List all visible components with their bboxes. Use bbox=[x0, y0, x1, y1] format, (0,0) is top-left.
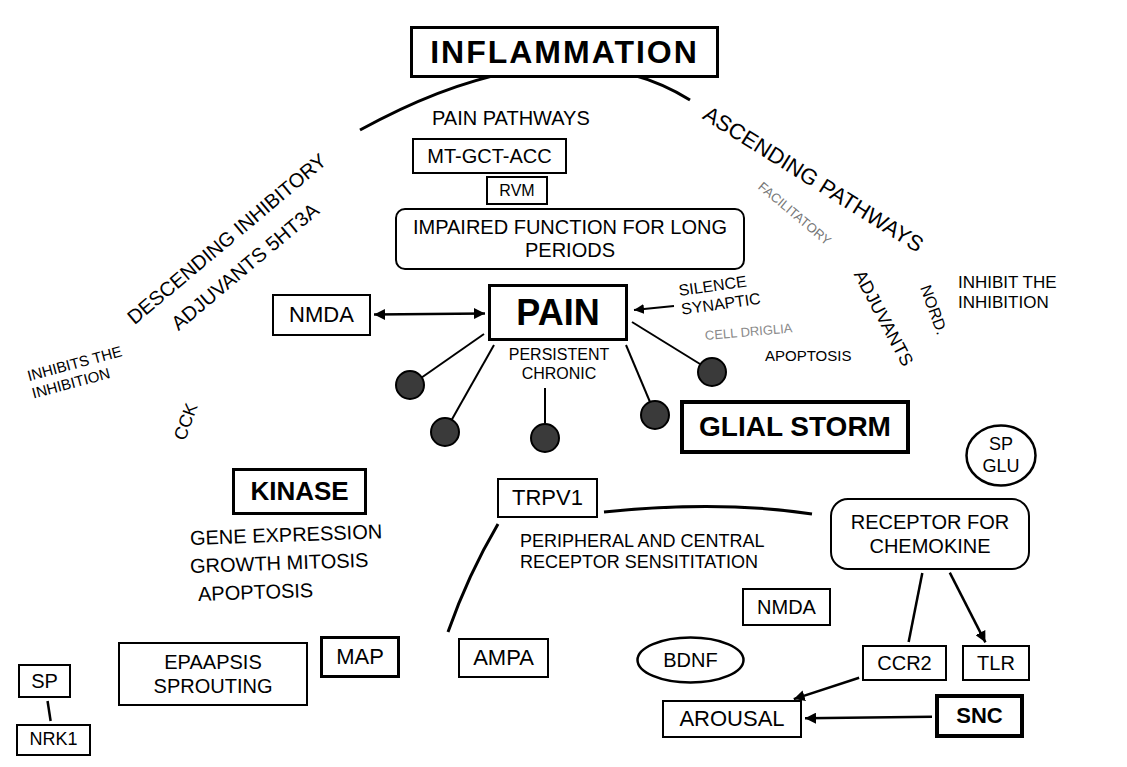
oval-shape bbox=[638, 638, 744, 683]
connector bbox=[950, 573, 986, 643]
node-text: SP bbox=[28, 669, 61, 693]
connector bbox=[48, 701, 51, 721]
arc-line bbox=[604, 506, 812, 514]
concept-box: AMPA bbox=[458, 638, 549, 678]
concept-box: NMDA bbox=[272, 294, 371, 336]
concept-box: MT-GCT-ACC bbox=[412, 138, 567, 174]
node-dot bbox=[531, 424, 559, 452]
node-text: BDNF bbox=[660, 648, 721, 672]
connector bbox=[794, 678, 859, 699]
concept-box: AROUSAL bbox=[662, 700, 802, 738]
node-text: MT-GCT-ACC bbox=[424, 144, 555, 168]
concept-box: KINASE bbox=[232, 468, 367, 515]
node-text: GLIAL STORM bbox=[696, 410, 894, 444]
node-text: TRPV1 bbox=[509, 485, 586, 511]
node-text: AROUSAL bbox=[676, 706, 788, 732]
node-text: SNC bbox=[953, 703, 1006, 729]
branch-line bbox=[626, 345, 650, 402]
concept-box: CCR2 bbox=[862, 645, 947, 681]
branch-line bbox=[421, 334, 484, 378]
annotation-label: GROWTH MITOSIS bbox=[190, 548, 369, 578]
concept-box: MAP bbox=[320, 636, 400, 678]
connector bbox=[805, 717, 932, 719]
concept-box: SNC bbox=[935, 694, 1024, 738]
annotation-label: INHIBITS THE INHIBITION bbox=[25, 334, 160, 402]
annotation-label: PERIPHERAL AND CENTRAL RECEPTOR SENSITIT… bbox=[520, 531, 810, 574]
concept-box: TLR bbox=[962, 645, 1030, 681]
concept-box: GLIAL STORM bbox=[680, 400, 910, 454]
concept-box: IMPAIRED FUNCTION FOR LONG PERIODS bbox=[395, 208, 745, 270]
concept-box: NMDA bbox=[742, 588, 831, 626]
node-text: MAP bbox=[333, 644, 387, 670]
node-text: CCR2 bbox=[874, 651, 935, 675]
node-text: INFLAMMATION bbox=[427, 33, 702, 71]
node-dot bbox=[396, 371, 424, 399]
concept-box: TRPV1 bbox=[497, 478, 598, 518]
annotation-label: ADJUVANTS bbox=[848, 267, 917, 370]
branch-line bbox=[451, 345, 494, 421]
pointer-arrow bbox=[634, 306, 674, 310]
connector bbox=[909, 573, 923, 642]
concept-box: SP bbox=[18, 664, 71, 698]
annotation-label: PAIN PATHWAYS bbox=[432, 106, 590, 130]
concept-box: INFLAMMATION bbox=[410, 26, 719, 78]
node-dot bbox=[431, 418, 459, 446]
node-text: KINASE bbox=[247, 476, 352, 507]
node-text: TLR bbox=[974, 651, 1018, 675]
node-text: RECEPTOR FOR CHEMOKINE bbox=[844, 510, 1016, 558]
node-text: PAIN bbox=[499, 291, 617, 334]
node-text: IMPAIRED FUNCTION FOR LONG PERIODS bbox=[409, 216, 731, 262]
connector bbox=[374, 313, 485, 314]
annotation-label: PERSISTENT CHRONIC bbox=[500, 345, 618, 383]
concept-box: RECEPTOR FOR CHEMOKINE bbox=[830, 498, 1030, 570]
node-text: SP GLU bbox=[979, 434, 1023, 477]
concept-oval: BDNF bbox=[636, 636, 745, 684]
node-text: EPAAPSIS SPROUTING bbox=[130, 650, 296, 698]
annotation-label: APOPTOSIS bbox=[198, 578, 314, 606]
annotation-label: GENE EXPRESSION bbox=[190, 519, 383, 550]
branch-line bbox=[544, 388, 546, 423]
annotation-label: SILENCE SYNAPTIC bbox=[677, 267, 781, 319]
concept-box: PAIN bbox=[488, 284, 628, 341]
annotation-label: NORD. bbox=[916, 282, 952, 337]
node-dot bbox=[698, 358, 726, 386]
concept-box: NRK1 bbox=[16, 724, 91, 756]
annotation-label: CCK bbox=[170, 400, 203, 443]
node-text: NRK1 bbox=[26, 729, 81, 751]
oval-shape bbox=[967, 426, 1036, 486]
annotation-label: INHIBIT THE INHIBITION bbox=[958, 273, 1108, 314]
node-text: NMDA bbox=[286, 302, 357, 328]
node-text: AMPA bbox=[470, 645, 537, 671]
annotation-label: APOPTOSIS bbox=[765, 347, 851, 365]
oval-outline bbox=[965, 424, 1037, 487]
node-dot bbox=[641, 401, 669, 429]
concept-box: EPAAPSIS SPROUTING bbox=[118, 642, 308, 706]
branch-line bbox=[632, 322, 700, 364]
arc-line bbox=[448, 524, 498, 632]
node-text: NMDA bbox=[754, 595, 819, 619]
node-text: RVM bbox=[496, 181, 538, 200]
concept-box: RVM bbox=[486, 176, 548, 205]
annotation-label: CELL DRIGLIA bbox=[704, 320, 793, 343]
concept-oval: SP GLU bbox=[965, 424, 1037, 487]
